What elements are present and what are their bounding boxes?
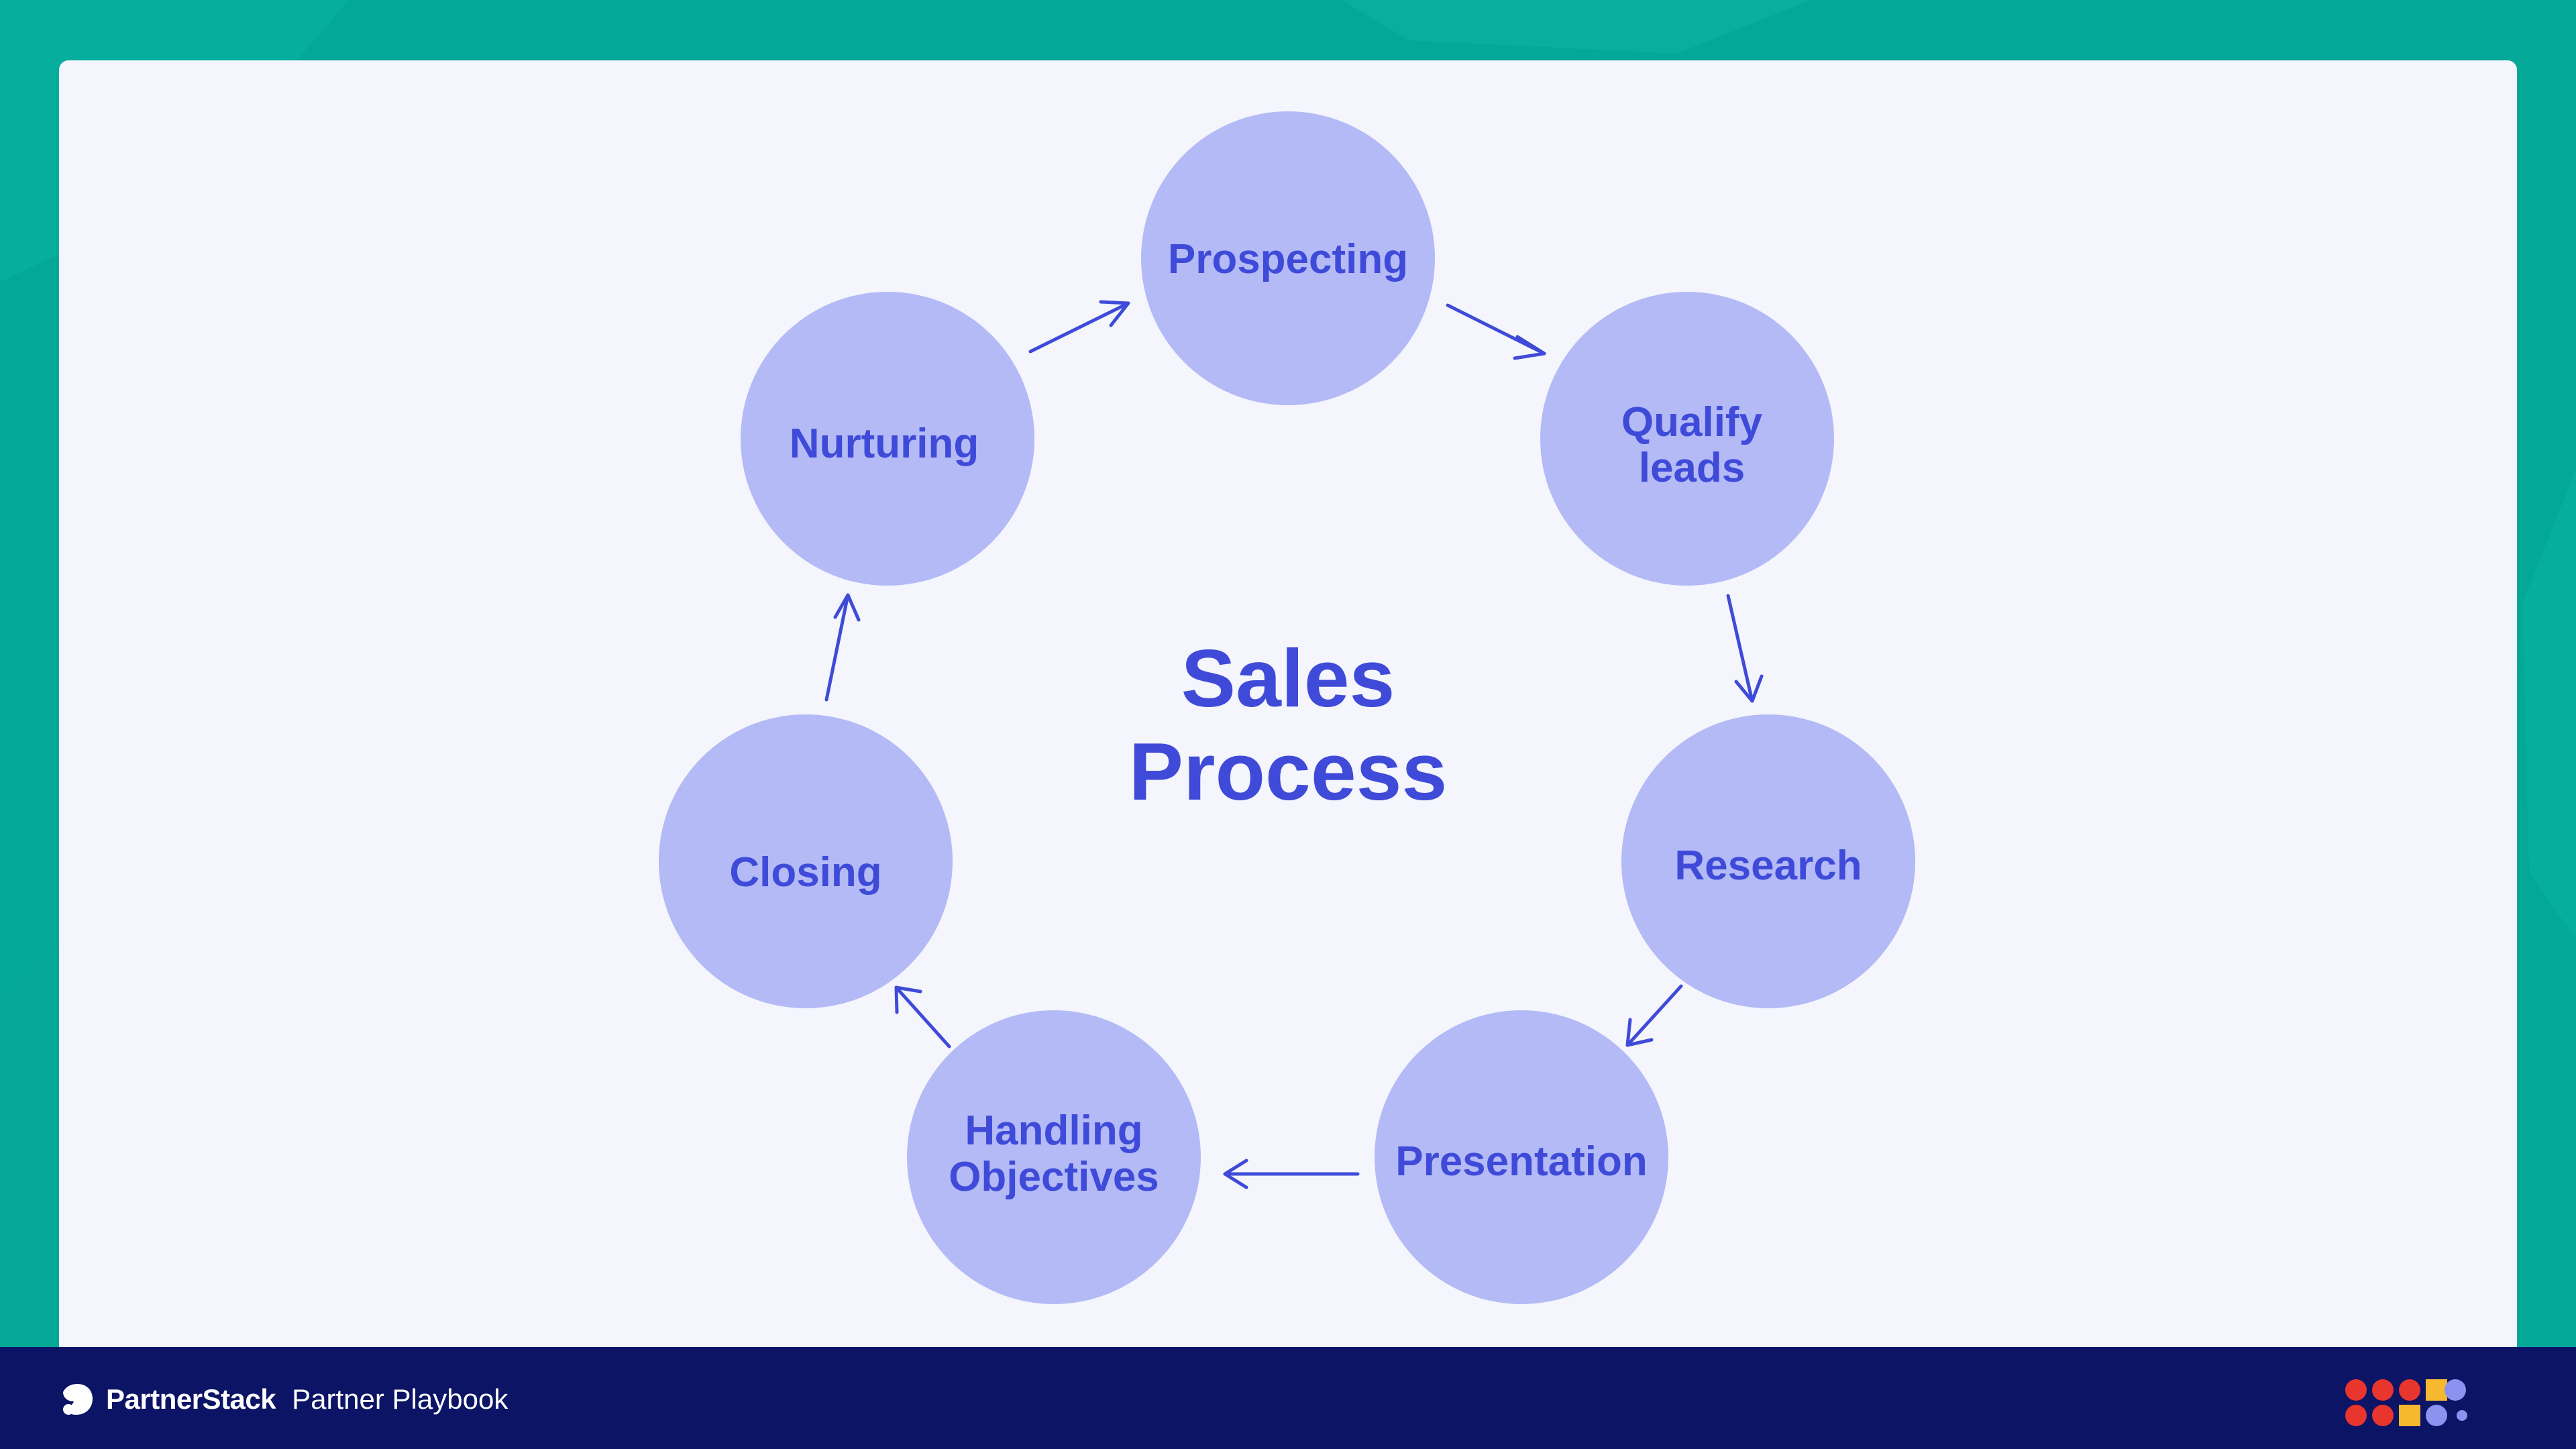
svg-text:Objectives: Objectives <box>949 1154 1159 1200</box>
step-circle <box>1375 1010 1668 1304</box>
arrow-prospecting-to-qualify <box>1446 303 1546 356</box>
svg-text:Qualify: Qualify <box>1621 399 1763 445</box>
arrow-closing-to-nurturing <box>824 593 850 702</box>
svg-text:Presentation: Presentation <box>1395 1138 1648 1185</box>
step-circle <box>659 714 953 1008</box>
svg-text:Handling: Handling <box>965 1108 1142 1154</box>
brand-name: PartnerStack <box>106 1383 276 1415</box>
footer-bar: PartnerStack Partner Playbook <box>0 1347 2576 1449</box>
diagram-title-line-2: Process <box>1129 726 1448 817</box>
arrowhead-closing-to-nurturing <box>833 593 861 622</box>
step-circle <box>1621 714 1915 1008</box>
brand-subtitle: Partner Playbook <box>292 1383 508 1415</box>
step-research: Research <box>1621 714 1915 1008</box>
step-label: Research <box>1674 843 1862 889</box>
svg-text:Nurturing: Nurturing <box>790 421 979 467</box>
step-label: Closing <box>729 849 881 896</box>
step-label-line-2: leads <box>1639 445 1746 491</box>
arrow-research-to-presentation <box>1625 984 1683 1047</box>
arrowhead-prospecting-to-qualify <box>1513 335 1546 360</box>
step-prospecting: Prospecting <box>1141 111 1435 405</box>
partnerstack-logo-icon <box>63 1384 93 1415</box>
arrow-qualify-to-research <box>1726 594 1754 703</box>
step-handling-objectives: Handling Objectives <box>907 1010 1201 1304</box>
arrowhead-presentation-to-handling <box>1223 1159 1248 1189</box>
step-circle <box>741 292 1034 586</box>
step-closing: Closing <box>659 714 953 1008</box>
svg-text:Research: Research <box>1674 843 1862 889</box>
step-nurturing: Nurturing <box>741 292 1034 586</box>
brand: PartnerStack Partner Playbook <box>59 1381 508 1418</box>
svg-text:Prospecting: Prospecting <box>1168 236 1408 282</box>
step-label: Nurturing <box>790 421 979 467</box>
step-label-line-1: Qualify <box>1621 399 1763 445</box>
step-label-line-1: Handling <box>965 1108 1142 1154</box>
svg-text:Closing: Closing <box>729 849 881 896</box>
arrowhead-qualify-to-research <box>1734 674 1764 703</box>
svg-text:Process: Process <box>1129 726 1448 817</box>
arrowhead-nurturing-to-prospecting <box>1099 300 1130 327</box>
arrow-nurturing-to-prospecting <box>1028 301 1130 354</box>
svg-text:Sales: Sales <box>1181 633 1395 724</box>
diagram-title-line-1: Sales <box>1181 633 1395 724</box>
svg-text:leads: leads <box>1639 445 1746 491</box>
step-presentation: Presentation <box>1375 1010 1668 1304</box>
step-label-line-2: Objectives <box>949 1154 1159 1200</box>
step-label: Presentation <box>1395 1138 1648 1185</box>
step-circle <box>907 1010 1201 1304</box>
arrowhead-handling-to-closing <box>894 985 922 1014</box>
step-circle <box>1540 292 1834 586</box>
step-qualify-leads: Qualify leads <box>1540 292 1834 586</box>
arrow-handling-to-closing <box>894 985 951 1049</box>
arrowhead-research-to-presentation <box>1625 1018 1654 1047</box>
step-circle <box>1141 111 1435 405</box>
brand-dots-icon <box>2345 1379 2467 1426</box>
step-label: Prospecting <box>1168 236 1408 282</box>
